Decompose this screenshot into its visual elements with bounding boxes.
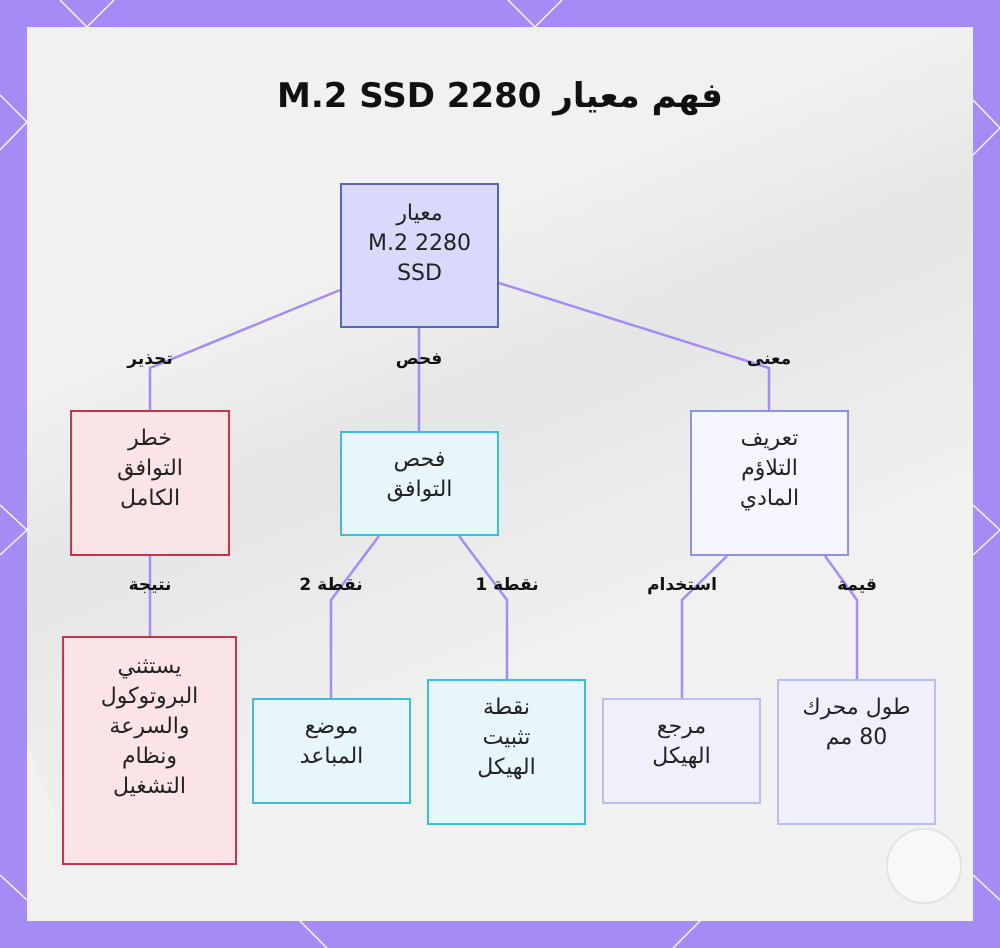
node-exceptions: يستثني البروتوكول والسرعة ونظام التشغيل (62, 636, 237, 865)
diagram-title: فهم معيار M.2 SSD 2280 (277, 76, 723, 116)
node-root: معيار M.2 2280 SSD (340, 183, 499, 328)
edge-check-mounting (458, 535, 509, 679)
node-exceptions-text: يستثني البروتوكول والسرعة ونظام التشغيل (100, 654, 199, 799)
edge-label-point2: نقطة 2 (299, 575, 363, 595)
node-mounting-point: نقطة تثبيت الهيكل (427, 679, 586, 825)
node-standoff: موضع المباعد (252, 698, 411, 804)
node-chassis-reference: مرجع الهيكل (602, 698, 761, 804)
node-definition-text: تعريف التلاؤم المادي (739, 426, 800, 511)
edge-check-standoff (329, 535, 380, 698)
node-mounting-point-text: نقطة تثبيت الهيكل (477, 695, 536, 780)
node-standoff-text: موضع المباعد (299, 714, 364, 769)
edge-root-risk (148, 288, 341, 410)
edge-label-meaning: معنى (746, 349, 792, 369)
node-root-text: معيار M.2 2280 SSD (368, 201, 471, 286)
node-length-value-text: طول محرك 80 مم (802, 695, 911, 750)
node-risk-text: خطر التوافق الكامل (117, 426, 183, 511)
edge-root-definition (498, 281, 771, 410)
edge-label-value: قيمة (837, 575, 877, 595)
node-check: فحص التوافق (340, 431, 499, 536)
node-length-value: طول محرك 80 مم (777, 679, 936, 825)
node-check-text: فحص التوافق (386, 447, 453, 502)
edge-label-result: نتيجة (128, 575, 172, 595)
node-chassis-reference-text: مرجع الهيكل (652, 714, 711, 769)
edge-label-usage: استخدام (647, 575, 717, 595)
edge-definition-reference (680, 555, 728, 698)
node-definition: تعريف التلاؤم المادي (690, 410, 849, 556)
edge-label-warning: تحذير (127, 349, 173, 369)
node-risk: خطر التوافق الكامل (70, 410, 230, 556)
watermark-seal (886, 828, 962, 904)
edge-label-check: فحص (395, 349, 443, 369)
edge-definition-length (823, 555, 859, 679)
edge-label-point1: نقطة 1 (475, 575, 539, 595)
